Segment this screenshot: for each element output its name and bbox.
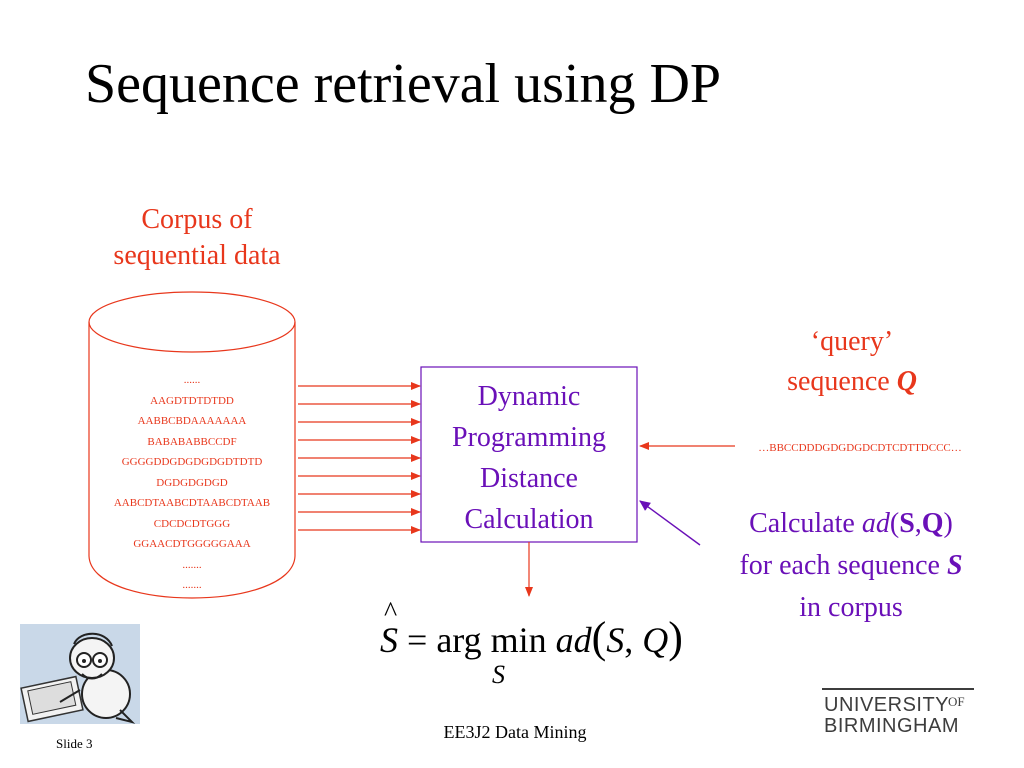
formula-subscript: S [492,660,505,689]
sequence-item: AABBCBDAAAAAAA [137,415,247,427]
calculate-prefix: Calculate [749,508,862,539]
sequence-item: GGAACDTGGGGGAAA [133,538,251,550]
sequence-item: ....... [182,558,202,571]
formula-argmin: arg min [436,620,556,660]
calculate-label: Calculate ad(S,Q) for each sequence S in… [706,503,996,629]
formula-lhs-var: S [380,620,398,660]
formula-arg-q: Q [642,620,669,660]
query-sequence: …BBCCDDDGDGDGDCDTCDTTDCCC… [758,442,962,454]
calculate-line1: Calculate ad(S,Q) [706,503,996,545]
calculate-line2: for each sequence S [706,545,996,587]
formula-lparen: ( [591,613,607,662]
calculate-arg-q: Q [921,508,944,539]
sequence-item: ....... [182,579,202,591]
corpus-label: Corpus of sequential data [72,202,322,274]
calculate-fn: ad [861,508,890,539]
corpus-arrows [298,382,421,534]
corpus-label-line1: Corpus of [141,204,253,235]
formula-equals: = [398,620,437,660]
sequence-item: BABABABBCCDF [147,435,237,448]
formula-arg-s: S [606,620,625,660]
query-label: ‘query’ sequence Q [760,322,944,402]
query-label-prefix: sequence [787,366,897,397]
sequence-item: AABCDTAABCDTAABCDTAAB [113,497,271,509]
dp-box-line4: Calculation [464,504,594,535]
calculate-close-paren: ) [943,508,953,539]
calculate-comma: , [914,508,922,539]
dp-box-line1: Dynamic [477,381,581,412]
sequence-item: GGGGDDGDGDGDGDTDTD [121,456,263,468]
sequence-item: ...... [183,374,201,386]
corpus-cylinder [88,291,296,599]
calculate-line2-prefix: for each sequence [739,550,947,581]
dp-box-line3: Distance [480,463,578,494]
calculate-open-paren: ( [889,508,900,539]
formula-lhs: S^ [380,597,398,661]
corpus-label-line2: sequential data [113,240,281,271]
calculate-line2-var: S [946,550,963,581]
slide-number: Slide 3 [56,736,93,751]
slide-title: Sequence retrieval using DP [85,53,722,115]
calculate-line3: in corpus [799,592,903,623]
sequence-item: DGDGDGDGD [156,476,228,489]
formula-hat: ^ [384,597,398,628]
sequence-item: AAGDTDTDTDD [150,394,234,407]
footer-course-title: EE3J2 Data Mining [443,722,587,742]
dp-box-line2: Programming [452,422,606,453]
argmin-formula: S^ = arg min ad(S, Q) [380,597,683,663]
calculate-arrow [639,500,701,546]
university-logo-line2: BIRMINGHAM [824,715,959,737]
dp-box-label: Dynamic Programming Distance Calculation [422,376,636,540]
corpus-sequence-list: ...... AAGDTDTDTDD AABBCBDAAAAAAA BABABA… [92,370,292,596]
cartoon-typist-image [20,624,140,724]
formula-comma: , [624,620,643,660]
university-logo-line1: UNIVERSITY [824,694,950,716]
formula-rparen: ) [668,613,683,662]
query-variable: Q [896,366,917,397]
query-label-line2: sequence Q [760,362,944,402]
sequence-item: CDCDCDTGGG [153,517,231,530]
logo-bar [822,688,974,690]
university-logo-of: OF [948,694,965,709]
query-label-line1: ‘query’ [810,326,894,357]
formula-fn: ad [555,620,592,660]
calculate-arg-s: S [899,508,915,539]
